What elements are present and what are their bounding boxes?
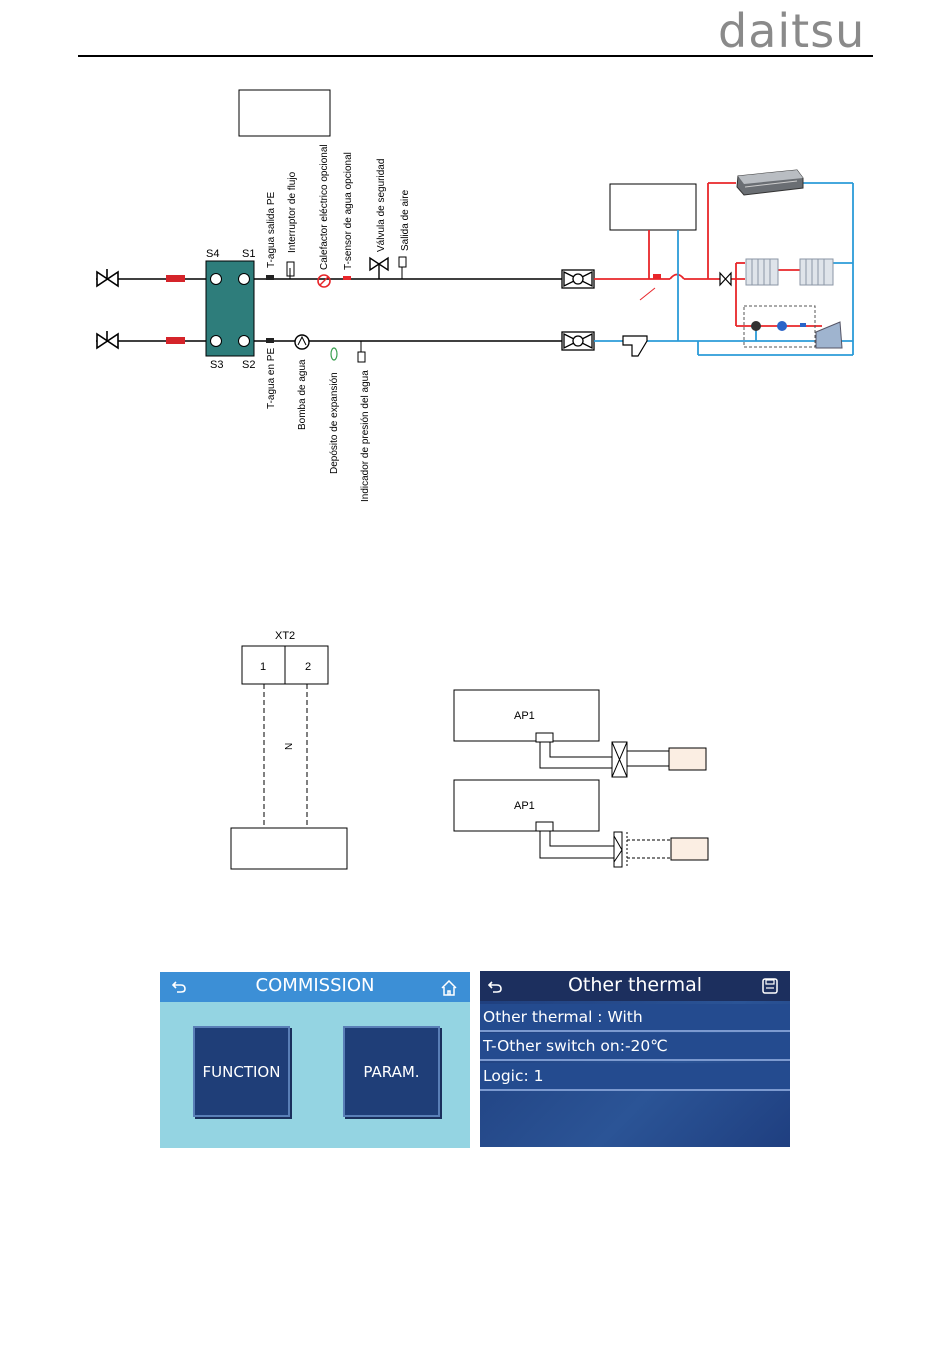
- save-icon[interactable]: [762, 978, 778, 999]
- fan-coil-unit: [736, 169, 804, 196]
- controller-box: [238, 89, 331, 137]
- other-thermal-screen: Other thermal Other thermal : With T-Oth…: [480, 971, 790, 1147]
- row-logic[interactable]: Logic: 1: [480, 1063, 790, 1091]
- brand-logo: daitsu: [718, 4, 866, 58]
- wiring-diagrams: XT2 1 2 N AP1 AP1: [230, 630, 709, 870]
- row-t-other-switch[interactable]: T-Other switch on:-20℃: [480, 1033, 790, 1061]
- port-s4: S4: [206, 248, 219, 260]
- hot-circuit: [594, 182, 822, 327]
- radiator-2: [799, 258, 834, 286]
- back-arrow-icon[interactable]: [171, 979, 186, 998]
- label-t-agua-en: T-agua en PE: [266, 348, 277, 409]
- label-t-agua-salida: T-agua salida PE: [266, 192, 277, 268]
- ap1-label-bottom: AP1: [514, 800, 535, 812]
- underfloor-group: [743, 305, 816, 348]
- left-supply: [96, 269, 207, 350]
- mixing-valve: [751, 321, 761, 331]
- load-box: [230, 827, 348, 870]
- ap1-box-top: [453, 689, 600, 742]
- hydraulic-diagram: S4 S1 S3 S2: [96, 89, 854, 502]
- home-icon[interactable]: [441, 979, 457, 1001]
- ap1-label-top: AP1: [514, 710, 535, 722]
- port-s3: S3: [210, 359, 223, 371]
- commission-titlebar: [160, 972, 470, 1002]
- underfloor-coil: [815, 321, 843, 349]
- hot-valve: [719, 271, 732, 287]
- label-calefactor: Calefactor eléctrico opcional: [319, 144, 330, 270]
- cold-circuit: [594, 182, 854, 356]
- function-button[interactable]: FUNCTION: [193, 1026, 290, 1117]
- port-s2: S2: [242, 359, 255, 371]
- label-interruptor-flujo: Interruptor de flujo: [287, 171, 298, 253]
- other-thermal-title: Other thermal: [567, 974, 703, 996]
- t-water-out-sensor: [266, 275, 274, 280]
- hot-sensor: [653, 274, 661, 279]
- port-s1: S1: [242, 248, 255, 260]
- union-top: [561, 269, 595, 289]
- back-arrow-icon[interactable]: [487, 979, 502, 998]
- t-sensor-optional: [343, 276, 351, 280]
- y-filter: [622, 335, 648, 357]
- union-bottom: [561, 331, 595, 351]
- label-salida-aire: Salida de aire: [400, 189, 411, 251]
- underfloor-pump: [777, 321, 787, 331]
- row-other-thermal[interactable]: Other thermal : With: [480, 1004, 790, 1032]
- pressure-gauge: [357, 351, 366, 363]
- expansion-tank: [330, 347, 338, 361]
- label-deposito: Depósito de expansión: [329, 372, 340, 474]
- commission-screen: COMMISSION FUNCTION PARAM.: [160, 972, 470, 1148]
- commission-title: COMMISSION: [255, 975, 375, 996]
- buffer-box: [609, 183, 697, 231]
- wire-label: N: [284, 743, 295, 750]
- label-bomba: Bomba de agua: [297, 359, 308, 430]
- terminal-name: XT2: [275, 630, 295, 642]
- left-sensor-top: [166, 275, 185, 282]
- water-pump: [294, 334, 310, 350]
- t-water-in-sensor: [266, 338, 274, 343]
- terminal-2: 2: [305, 661, 311, 673]
- label-indicador: Indicador de presión del agua: [360, 370, 371, 502]
- other-thermal-titlebar: [480, 971, 790, 1001]
- label-t-sensor: T-sensor de agua opcional: [343, 152, 354, 270]
- plug-bottom: [670, 837, 709, 861]
- terminal-1: 1: [260, 661, 266, 673]
- header-rule: [78, 55, 873, 57]
- left-sensor-bottom: [166, 337, 185, 344]
- label-valvula-seguridad: Válvula de seguridad: [376, 159, 387, 252]
- plug-top: [668, 747, 707, 771]
- radiator-1: [745, 258, 779, 286]
- ap1-box-bottom: [453, 779, 600, 832]
- param-button[interactable]: PARAM.: [343, 1026, 440, 1117]
- air-outlet: [398, 256, 407, 268]
- electric-heater: [317, 274, 331, 288]
